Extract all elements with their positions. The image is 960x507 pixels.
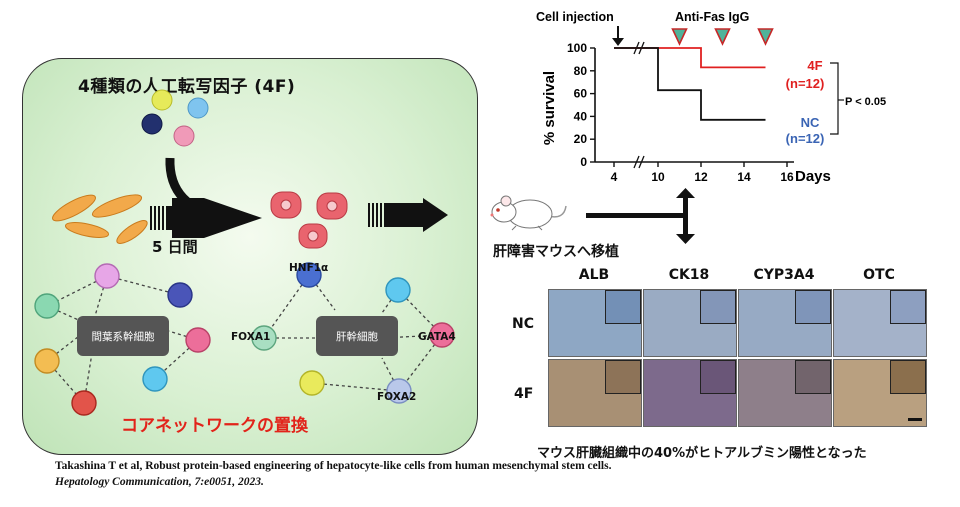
citation-line-1: Takashina T et al, Robust protein-based … [55,460,611,472]
cell-injection-arrow-head [612,38,624,46]
y-tick-label: 0 [580,155,587,169]
y-tick-label: 60 [574,87,588,101]
anti-fas-marker [714,28,731,46]
y-tick-label: 100 [567,41,587,55]
split-arrow [586,188,695,244]
msc-network-label: 間葉系幹細胞 [91,330,155,343]
axis-break-mark [633,155,640,169]
column-label-alb: ALB [578,267,610,283]
row-label-4f: 4F [514,386,534,402]
core-network-label: コアネットワークの置換 [121,416,308,436]
tile-4f-alb [548,359,642,427]
right-network-nodes [251,262,455,404]
node-label-foxa1: FOXA1 [231,331,271,343]
citation-text-1: Takashina T et al, Robust protein-based … [55,460,612,472]
stem-network-label: 肝幹細胞 [336,330,378,343]
factor-sphere-pink [173,125,195,147]
hatched-arrow-left [150,206,172,230]
node-label-foxa2: FOXA2 [377,391,417,403]
tile-4f-otc [833,359,927,427]
panel-title: 4種類の人工転写因子 (4F) [78,77,296,97]
citation-line-2: Hepatology Communication, 7:e0051, 2023. [55,476,264,488]
curved-arrow-tip [172,198,262,238]
x-axis-label: Days [795,168,831,185]
msc-cells [52,194,148,244]
significance-label: P < 0.05 [845,96,886,108]
hatched-arrow-right [368,198,448,232]
x-tick-label: 14 [737,170,751,184]
series-line-4f [614,47,766,69]
column-label-otc: OTC [863,267,895,283]
y-tick-label: 20 [574,132,588,146]
series-line-nc [614,47,766,121]
mouse-illustration [490,195,567,231]
anti-fas-label: Anti-Fas IgG [675,10,749,24]
anti-fas-marker [757,28,774,46]
tile-nc-ck18 [643,289,737,357]
series-label-4f: 4F [807,58,822,73]
series-n-nc: (n=12) [786,131,825,146]
row-label-nc: NC [512,316,534,332]
x-tick-label: 12 [694,170,708,184]
tile-4f-cyp3a4 [738,359,832,427]
x-tick-label: 4 [611,170,618,184]
scale-bar [908,418,922,421]
anti-fas-marker [671,28,688,46]
node-label-hnf1a: HNF1α [289,262,329,274]
msc-network-box: 間葉系幹細胞 [77,316,169,356]
left-network-nodes [34,263,211,416]
tile-nc-alb [548,289,642,357]
axis-break-mark [638,155,645,169]
days-label: 5 日間 [152,238,198,256]
x-tick-label: 10 [651,170,665,184]
protocol-diagram [34,89,455,416]
tile-nc-otc [833,289,927,357]
factor-sphere-blue [187,97,209,119]
significance-bracket [830,62,839,135]
mouse-transplant-label: 肝障害マウスへ移植 [493,244,619,260]
tile-nc-cyp3a4 [738,289,832,357]
cell-injection-label: Cell injection [536,10,614,24]
y-tick-label: 80 [574,64,588,78]
y-axis-label: % survival [541,71,558,145]
stem-network-box: 肝幹細胞 [316,316,398,356]
histology-caption: マウス肝臓組織中の40%がヒトアルブミン陽性となった [537,446,867,461]
column-label-ck18: CK18 [668,267,710,283]
series-n-4f: (n=12) [786,76,825,91]
factor-sphere-yellow [151,89,173,111]
tile-4f-ck18 [643,359,737,427]
y-tick-label: 40 [574,109,588,123]
series-label-nc: NC [801,115,820,130]
factor-sphere-navy [141,113,163,135]
column-label-cyp3a4: CYP3A4 [753,267,815,283]
node-label-gata4: GATA4 [418,331,456,343]
x-tick-label: 16 [780,170,794,184]
hepatocyte-cells [270,191,348,249]
